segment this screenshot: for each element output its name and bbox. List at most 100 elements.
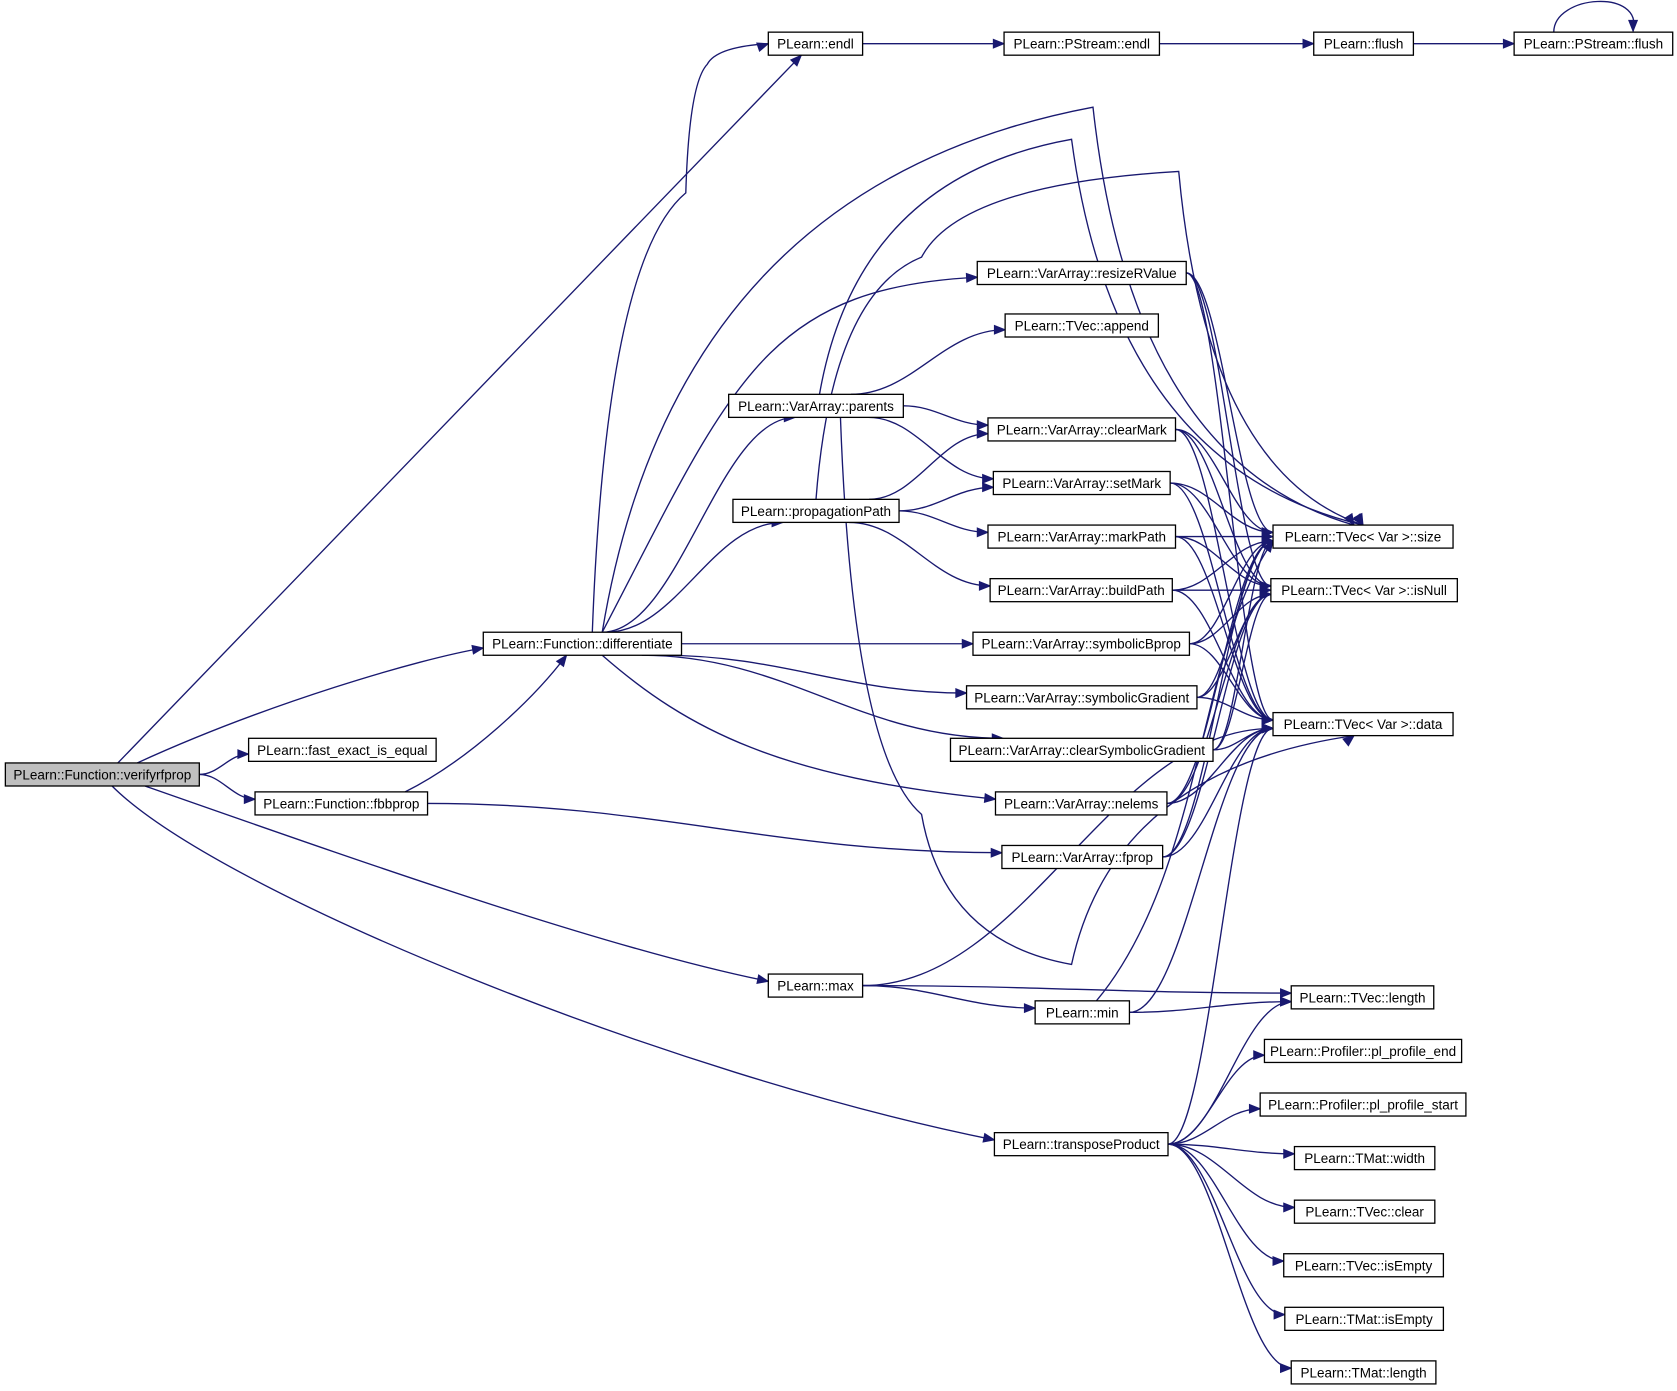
node-clearSymbolicGradient[interactable]: PLearn::VarArray::clearSymbolicGradient	[949, 737, 1214, 762]
node-box[interactable]	[987, 417, 1177, 442]
edge-arrowhead	[961, 638, 975, 649]
edge-line	[1212, 593, 1272, 751]
node-symbolicGradient[interactable]: PLearn::VarArray::symbolicGradient	[965, 685, 1198, 710]
node-data[interactable]: PLearn::TVec< Var >::data	[1272, 711, 1454, 737]
node-box[interactable]	[972, 631, 1191, 656]
node-min[interactable]: PLearn::min	[1034, 1000, 1131, 1025]
edge-arrowhead	[1342, 734, 1356, 747]
node-tmat_isEmpty[interactable]: PLearn::TMat::isEmpty	[1284, 1306, 1445, 1331]
edge-differentiate-to-symbolicBprop	[681, 638, 975, 649]
node-buildPath[interactable]: PLearn::VarArray::buildPath	[989, 577, 1173, 603]
edge-arrowhead	[982, 1132, 996, 1143]
node-tvec_length[interactable]: PLearn::TVec::length	[1290, 985, 1435, 1010]
node-clearMark[interactable]: PLearn::VarArray::clearMark	[987, 417, 1177, 442]
node-box[interactable]	[1293, 1145, 1436, 1171]
node-box[interactable]	[1003, 31, 1161, 56]
edge-line	[1129, 727, 1274, 1014]
node-box[interactable]	[1313, 31, 1415, 56]
node-box[interactable]	[1284, 1306, 1445, 1331]
edge-arrowhead	[1353, 512, 1364, 527]
node-box[interactable]	[1293, 1199, 1436, 1224]
node-box[interactable]	[949, 737, 1214, 762]
edge-differentiate-to-clearSymbolicGradient	[641, 654, 1005, 744]
edge-line	[601, 654, 996, 800]
node-propagationPath[interactable]: PLearn::propagationPath	[732, 498, 900, 524]
node-clear[interactable]: PLearn::TVec::clear	[1293, 1199, 1436, 1224]
edge-line	[1168, 1143, 1285, 1316]
node-box[interactable]	[976, 260, 1187, 286]
node-box[interactable]	[965, 685, 1198, 710]
node-box[interactable]	[1263, 1038, 1463, 1064]
edge-line	[1186, 272, 1272, 587]
node-parents[interactable]: PLearn::VarArray::parents	[728, 393, 904, 419]
node-box[interactable]	[1034, 1000, 1131, 1025]
node-box[interactable]	[992, 470, 1171, 496]
node-pl_profile_end[interactable]: PLearn::Profiler::pl_profile_end	[1263, 1038, 1463, 1064]
node-box[interactable]	[1004, 313, 1160, 338]
node-box[interactable]	[1272, 524, 1454, 549]
edge-arrowhead	[976, 527, 990, 538]
node-box[interactable]	[1283, 1253, 1445, 1278]
node-box[interactable]	[993, 1131, 1169, 1157]
node-flush[interactable]: PLearn::flush	[1313, 31, 1415, 56]
node-isNull[interactable]: PLearn::TVec< Var >::isNull	[1270, 577, 1458, 603]
node-append[interactable]: PLearn::TVec::append	[1004, 313, 1160, 338]
node-box[interactable]	[989, 577, 1173, 603]
node-nelems[interactable]: PLearn::VarArray::nelems	[994, 791, 1168, 816]
edge-arrowhead	[992, 38, 1006, 49]
node-transposeProduct[interactable]: PLearn::transposeProduct	[993, 1131, 1169, 1157]
node-box[interactable]	[732, 498, 900, 524]
node-endl[interactable]: PLearn::endl	[767, 31, 864, 56]
node-box[interactable]	[728, 393, 904, 419]
edge-line	[850, 329, 1006, 396]
node-box[interactable]	[1513, 31, 1674, 56]
edge-propagationPath-to-setMark	[899, 482, 995, 512]
node-box[interactable]	[767, 31, 864, 56]
node-pstream_flush[interactable]: PLearn::PStream::flush	[1513, 31, 1674, 56]
node-box[interactable]	[994, 791, 1168, 816]
node-box[interactable]	[1290, 1360, 1437, 1385]
edge-line	[1168, 1143, 1295, 1155]
node-label: PLearn::fast_exact_is_equal	[257, 743, 427, 758]
edge-arrowhead	[1302, 38, 1316, 49]
node-pstream_endl[interactable]: PLearn::PStream::endl	[1003, 31, 1161, 56]
node-box[interactable]	[1290, 985, 1435, 1010]
node-verifyrfprop[interactable]: PLearn::Function::verifyrfprop	[4, 762, 200, 787]
node-resizeRValue[interactable]: PLearn::VarArray::resizeRValue	[976, 260, 1187, 286]
edge-line	[903, 405, 988, 426]
edge-verifyrfprop-to-transposeProduct	[111, 785, 996, 1143]
node-max[interactable]: PLearn::max	[767, 973, 864, 998]
node-box[interactable]	[1001, 844, 1164, 870]
edge-line	[849, 521, 991, 587]
node-box[interactable]	[482, 631, 683, 656]
node-label: PLearn::TVec::length	[1299, 990, 1425, 1005]
node-fast_exact_is_equal[interactable]: PLearn::fast_exact_is_equal	[247, 737, 437, 762]
edge-line	[1166, 593, 1271, 805]
node-fprop[interactable]: PLearn::VarArray::fprop	[1001, 844, 1164, 870]
node-box[interactable]	[1272, 711, 1454, 737]
node-box[interactable]	[987, 524, 1177, 549]
edge-line	[1168, 1000, 1292, 1145]
node-box[interactable]	[767, 973, 864, 998]
node-box[interactable]	[4, 762, 200, 787]
node-width[interactable]: PLearn::TMat::width	[1293, 1145, 1436, 1171]
node-box[interactable]	[254, 791, 429, 816]
edge-line	[1170, 482, 1271, 587]
edge-line	[899, 510, 988, 534]
node-fbbprop[interactable]: PLearn::Function::fbbprop	[254, 791, 429, 816]
node-setMark[interactable]: PLearn::VarArray::setMark	[992, 470, 1171, 496]
edge-arrowhead	[1283, 1148, 1296, 1159]
node-size[interactable]: PLearn::TVec< Var >::size	[1272, 524, 1454, 549]
node-label: PLearn::endl	[777, 37, 854, 52]
node-box[interactable]	[1270, 577, 1458, 603]
node-differentiate[interactable]: PLearn::Function::differentiate	[482, 631, 683, 656]
node-box[interactable]	[247, 737, 437, 762]
node-label: PLearn::TMat::length	[1301, 1365, 1427, 1380]
node-markPath[interactable]: PLearn::VarArray::markPath	[987, 524, 1177, 549]
node-symbolicBprop[interactable]: PLearn::VarArray::symbolicBprop	[972, 631, 1191, 656]
node-tvec_isEmpty[interactable]: PLearn::TVec::isEmpty	[1283, 1253, 1445, 1278]
edge-line	[1168, 1143, 1284, 1262]
node-box[interactable]	[1259, 1092, 1467, 1117]
node-tmat_length[interactable]: PLearn::TMat::length	[1290, 1360, 1437, 1385]
node-pl_profile_start[interactable]: PLearn::Profiler::pl_profile_start	[1259, 1092, 1467, 1117]
